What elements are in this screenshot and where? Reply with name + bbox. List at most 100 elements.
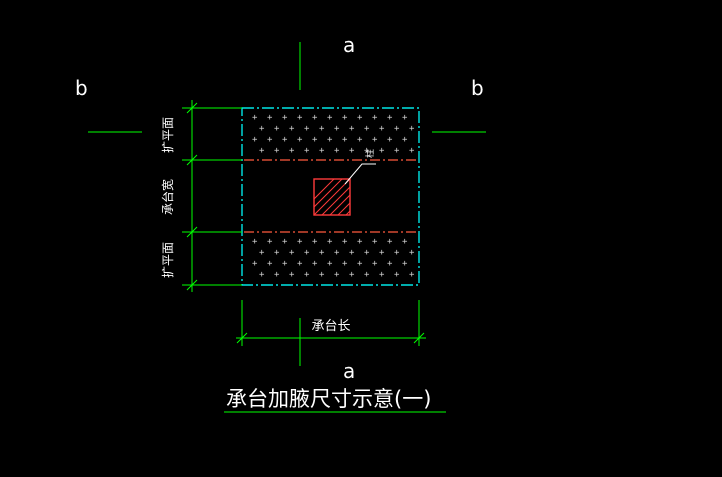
fill-mark: + xyxy=(282,259,288,269)
fill-mark: + xyxy=(357,259,363,269)
fill-mark: + xyxy=(372,237,378,247)
column-leader-line xyxy=(344,163,376,185)
fill-mark: + xyxy=(312,135,318,145)
bottom-dimension xyxy=(236,300,426,346)
fill-mark: + xyxy=(304,270,310,280)
drawing-caption: 承台加腋尺寸示意(一) xyxy=(226,387,431,411)
fill-mark: + xyxy=(372,135,378,145)
dim-label-cap-length: 承台长 xyxy=(311,319,350,334)
fill-mark: + xyxy=(349,124,355,134)
fill-mark: + xyxy=(334,146,340,156)
fill-mark: + xyxy=(297,237,303,247)
fill-mark: + xyxy=(394,270,400,280)
fill-mark: + xyxy=(289,124,295,134)
fill-mark: + xyxy=(379,146,385,156)
fill-mark: + xyxy=(259,270,265,280)
fill-mark: + xyxy=(327,237,333,247)
haunch-fill-marks: ++++++++++++++++++++++++++++++++++++++++… xyxy=(252,113,415,280)
fill-mark: + xyxy=(289,146,295,156)
dim-label-top-haunch: 扩平面 xyxy=(161,117,175,153)
fill-mark: + xyxy=(409,248,415,258)
fill-mark: + xyxy=(394,248,400,258)
fill-mark: + xyxy=(267,259,273,269)
fill-mark: + xyxy=(289,248,295,258)
fill-mark: + xyxy=(319,146,325,156)
pile-cap-outline xyxy=(241,107,420,286)
section-label-a-top: a xyxy=(343,33,355,57)
fill-mark: + xyxy=(267,237,273,247)
fill-mark: + xyxy=(364,270,370,280)
fill-mark: + xyxy=(409,270,415,280)
column-tag: 柱 xyxy=(364,149,376,158)
fill-mark: + xyxy=(409,124,415,134)
fill-mark: + xyxy=(342,135,348,145)
section-label-a-bottom: a xyxy=(343,359,355,383)
fill-mark: + xyxy=(364,146,370,156)
fill-mark: + xyxy=(387,113,393,123)
fill-mark: + xyxy=(304,248,310,258)
column-hatch xyxy=(314,179,350,215)
fill-mark: + xyxy=(274,248,280,258)
fill-mark: + xyxy=(267,135,273,145)
fill-mark: + xyxy=(282,113,288,123)
fill-mark: + xyxy=(357,135,363,145)
column xyxy=(313,178,351,216)
fill-mark: + xyxy=(319,270,325,280)
fill-mark: + xyxy=(394,124,400,134)
fill-mark: + xyxy=(349,270,355,280)
fill-mark: + xyxy=(342,113,348,123)
fill-mark: + xyxy=(252,237,258,247)
fill-mark: + xyxy=(312,259,318,269)
fill-mark: + xyxy=(274,146,280,156)
fill-mark: + xyxy=(372,259,378,269)
fill-mark: + xyxy=(402,135,408,145)
fill-mark: + xyxy=(334,270,340,280)
fill-mark: + xyxy=(259,124,265,134)
fill-mark: + xyxy=(274,270,280,280)
fill-mark: + xyxy=(349,146,355,156)
fill-mark: + xyxy=(282,135,288,145)
fill-mark: + xyxy=(379,270,385,280)
fill-mark: + xyxy=(364,124,370,134)
fill-mark: + xyxy=(357,237,363,247)
section-lines xyxy=(88,42,486,366)
fill-mark: + xyxy=(372,113,378,123)
fill-mark: + xyxy=(387,135,393,145)
fill-mark: + xyxy=(409,146,415,156)
fill-mark: + xyxy=(289,270,295,280)
fill-mark: + xyxy=(259,248,265,258)
fill-mark: + xyxy=(304,146,310,156)
fill-mark: + xyxy=(402,259,408,269)
left-dimension xyxy=(182,100,242,292)
fill-mark: + xyxy=(334,248,340,258)
fill-mark: + xyxy=(319,124,325,134)
fill-mark: + xyxy=(334,124,340,134)
fill-mark: + xyxy=(327,259,333,269)
fill-mark: + xyxy=(304,124,310,134)
fill-mark: + xyxy=(379,124,385,134)
fill-mark: + xyxy=(252,259,258,269)
fill-mark: + xyxy=(319,248,325,258)
fill-mark: + xyxy=(387,237,393,247)
fill-mark: + xyxy=(402,237,408,247)
fill-mark: + xyxy=(342,237,348,247)
fill-mark: + xyxy=(252,135,258,145)
fill-mark: + xyxy=(267,113,273,123)
fill-mark: + xyxy=(402,113,408,123)
fill-mark: + xyxy=(379,248,385,258)
fill-mark: + xyxy=(252,113,258,123)
fill-mark: + xyxy=(297,259,303,269)
section-label-b-right: b xyxy=(471,76,484,100)
fill-mark: + xyxy=(364,248,370,258)
fill-mark: + xyxy=(297,113,303,123)
fill-mark: + xyxy=(394,146,400,156)
fill-mark: + xyxy=(259,146,265,156)
fill-mark: + xyxy=(327,113,333,123)
fill-mark: + xyxy=(312,113,318,123)
fill-mark: + xyxy=(327,135,333,145)
fill-mark: + xyxy=(297,135,303,145)
fill-mark: + xyxy=(349,248,355,258)
fill-mark: + xyxy=(282,237,288,247)
dim-label-cap-width: 承台宽 xyxy=(160,179,175,215)
